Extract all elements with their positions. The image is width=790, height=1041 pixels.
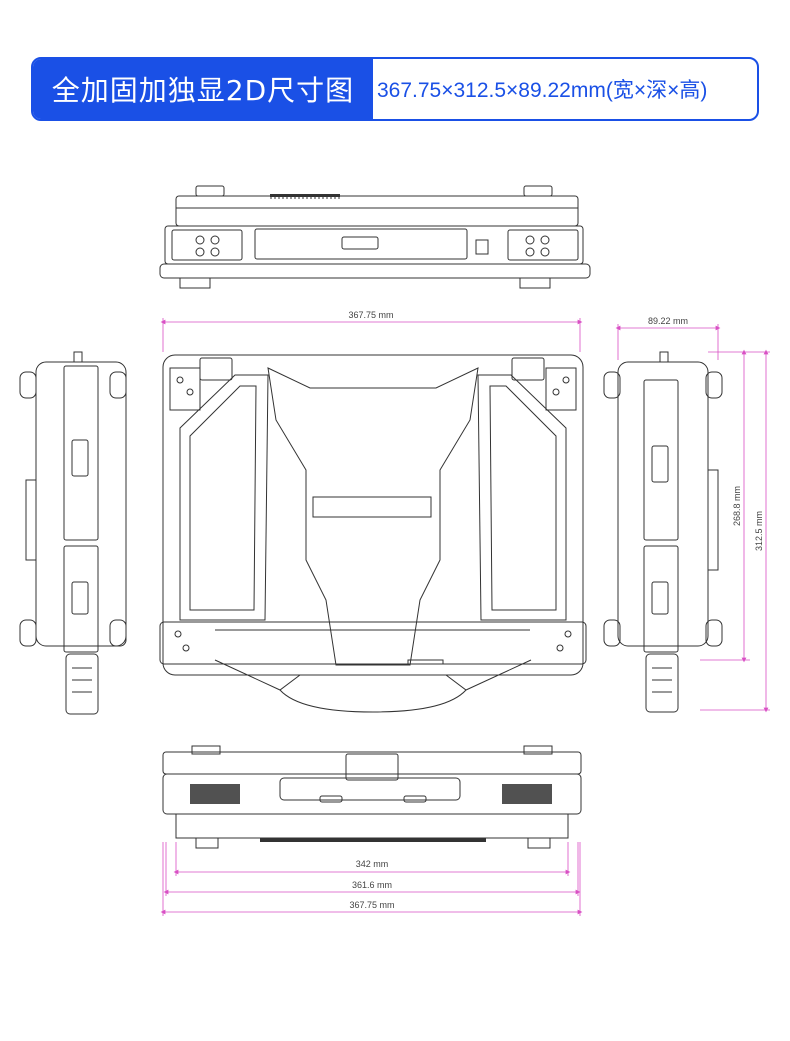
spec-header: 全加固加独显2D尺寸图 367.75×312.5×89.22mm(宽×深×高) bbox=[31, 57, 759, 121]
header-title: 全加固加独显2D尺寸图 bbox=[33, 59, 373, 119]
dim-bottom-width-2: 361.6 mm bbox=[352, 880, 392, 890]
front-view-vent bbox=[270, 194, 340, 197]
dim-side-height: 89.22 mm bbox=[648, 316, 688, 326]
front-view bbox=[159, 185, 591, 289]
back-view-vents bbox=[190, 784, 552, 842]
left-side-view bbox=[19, 351, 127, 715]
header-dimensions: 367.75×312.5×89.22mm(宽×深×高) bbox=[377, 79, 708, 102]
dim-side-depth-total: 312.5 mm bbox=[754, 511, 764, 551]
right-side-view bbox=[603, 351, 723, 713]
dimension-lines bbox=[160, 318, 770, 916]
dim-top-width: 367.75 mm bbox=[348, 310, 393, 320]
dim-bottom-width-1: 342 mm bbox=[356, 859, 389, 869]
top-view bbox=[159, 354, 587, 713]
dim-bottom-width-3: 367.75 mm bbox=[349, 900, 394, 910]
dim-side-depth-inner: 268.8 mm bbox=[732, 486, 742, 526]
